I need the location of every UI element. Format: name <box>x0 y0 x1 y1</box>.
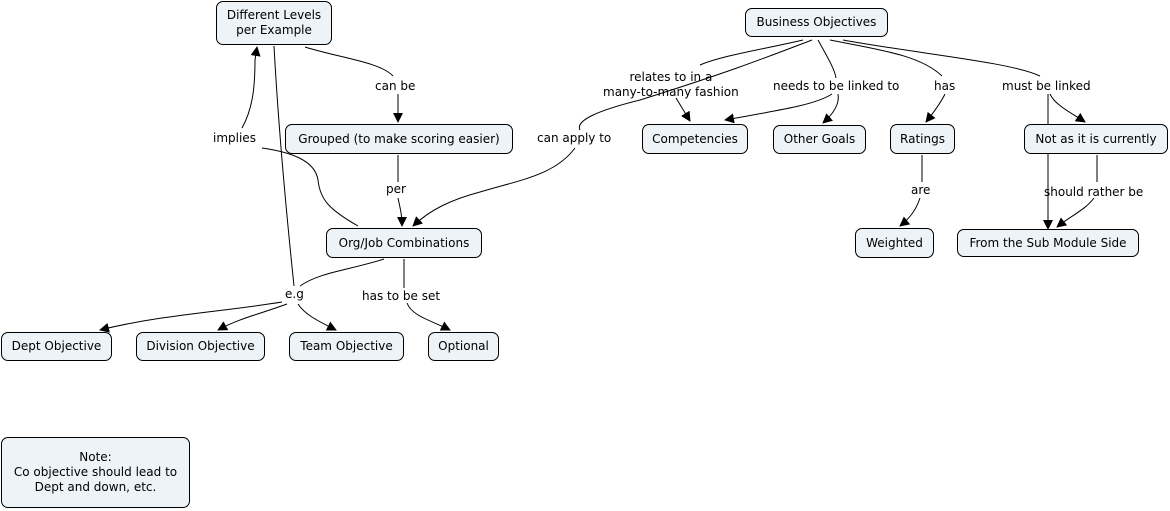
link-relates-to: relates to in a many-to-many fashion <box>603 70 739 99</box>
line-orgjob-implies <box>261 147 359 227</box>
link-must-be-linked: must be linked <box>1002 79 1091 93</box>
line-eg-division <box>217 303 288 331</box>
line-implies-levels <box>241 46 261 129</box>
link-has: has <box>933 79 957 94</box>
link-can-apply-to: can apply to <box>536 131 613 146</box>
line-must-notcurrent <box>1049 93 1086 123</box>
link-needs-to-be-linked: needs to be linked to <box>773 79 900 93</box>
concept-optional[interactable]: Optional <box>428 332 499 361</box>
line-has-ratings <box>925 93 946 123</box>
link-implies: implies <box>212 131 257 146</box>
link-eg: e.g <box>285 287 304 301</box>
link-should-rather-be: should rather be <box>1044 185 1144 199</box>
concept-note[interactable]: Note: Co objective should lead to Dept a… <box>1 437 190 508</box>
line-relates-competencies <box>675 97 691 122</box>
line-hastobeset-optional <box>406 302 451 331</box>
line-are-weighted <box>899 197 921 227</box>
link-are: are <box>911 183 931 197</box>
concept-other-goals[interactable]: Other Goals <box>773 125 866 154</box>
line-business-must <box>842 39 1041 77</box>
concept-org-job-combinations[interactable]: Org/Job Combinations <box>326 228 482 258</box>
concept-ratings[interactable]: Ratings <box>890 124 955 154</box>
line-levels-canbe <box>304 46 394 77</box>
concept-sub-module-side[interactable]: From the Sub Module Side <box>957 229 1139 257</box>
concept-grouped[interactable]: Grouped (to make scoring easier) <box>285 124 513 154</box>
line-canapply-orgjob <box>412 147 576 227</box>
link-per: per <box>385 182 407 197</box>
line-business-canapply <box>578 39 813 131</box>
line-business-has <box>829 39 943 77</box>
line-needs-othergoals <box>822 93 839 124</box>
line-levels-eg <box>273 45 295 287</box>
line-per-orgjob <box>396 197 407 227</box>
concept-weighted[interactable]: Weighted <box>855 228 934 258</box>
concept-not-as-currently[interactable]: Not as it is currently <box>1024 124 1168 154</box>
line-business-relates <box>699 39 804 66</box>
concept-division-objective[interactable]: Division Objective <box>136 332 265 361</box>
line-eg-team <box>297 303 337 331</box>
concept-business-objectives[interactable]: Business Objectives <box>745 8 888 37</box>
link-can-be: can be <box>374 79 417 94</box>
line-should-submodule <box>1056 197 1095 228</box>
concept-competencies[interactable]: Competencies <box>642 124 748 154</box>
concept-dept-objective[interactable]: Dept Objective <box>1 332 112 361</box>
line-orgjob-eg <box>299 258 385 287</box>
link-has-to-be-set: has to be set <box>362 289 441 303</box>
line-business-needs <box>817 39 837 79</box>
concept-different-levels[interactable]: Different Levels per Example <box>216 1 332 45</box>
line-eg-dept <box>99 301 283 333</box>
concept-team-objective[interactable]: Team Objective <box>289 332 404 361</box>
line-needs-competencies <box>724 93 833 124</box>
